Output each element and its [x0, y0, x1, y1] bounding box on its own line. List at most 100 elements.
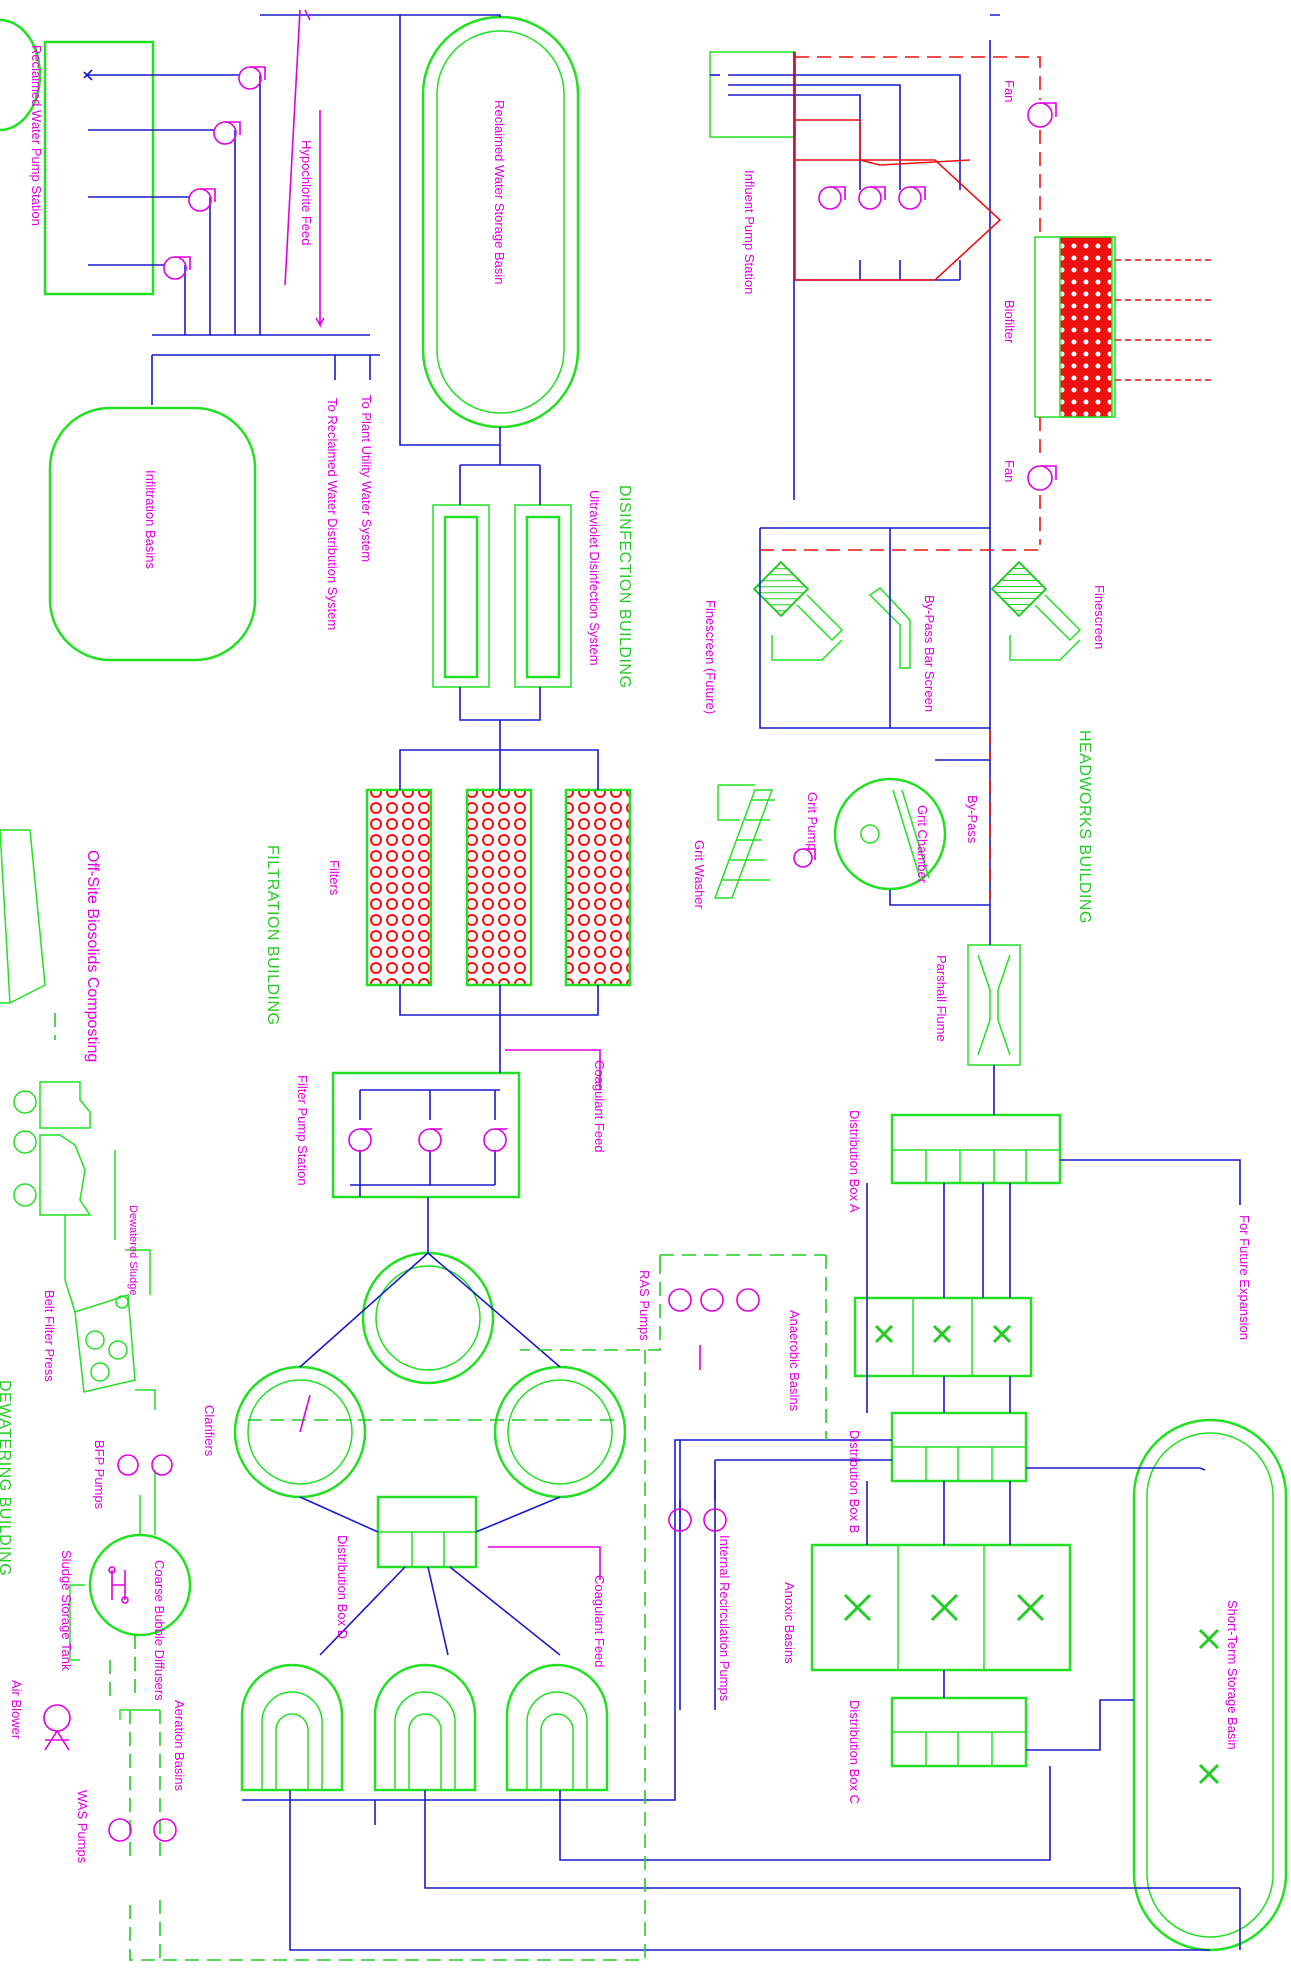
fan-bottom-icon: [1027, 465, 1057, 491]
label-distribution-box-b: Distribution Box B: [847, 1430, 862, 1533]
reclaimed-pump-2-icon: [213, 121, 241, 145]
label-finescreen-future: Finescreen (Future): [703, 600, 718, 714]
filter-2: [465, 788, 533, 987]
label-uv-system: Ultraviolet Disinfection System: [587, 490, 602, 666]
anoxic-basins: [810, 1543, 1072, 1672]
infiltration-basins: [48, 406, 257, 662]
label-filtration-building: FILTRATION BUILDING: [264, 845, 281, 1025]
anaerobic-basins: [853, 1296, 1033, 1378]
label-filters: Filters: [327, 860, 342, 896]
fan-top-icon: [1027, 102, 1057, 128]
label-distribution-box-c: Distribution Box C: [847, 1700, 862, 1804]
label-aeration-basins: Aeration Basins: [172, 1700, 187, 1792]
label-dewatering-building: DEWATERING BUILDING: [0, 1380, 13, 1576]
reclaimed-pump-1-icon: [238, 66, 266, 90]
label-bfp-pumps: BFP Pumps: [92, 1440, 107, 1510]
uv-unit-1: [432, 504, 490, 688]
label-distribution-box-d: Distribution Box D: [335, 1535, 350, 1639]
grit-washer: [713, 784, 775, 899]
label-short-term-storage: Short-Term Storage Basin: [1225, 1600, 1240, 1750]
label-filter-pump-station: Filter Pump Station: [295, 1075, 310, 1186]
label-distribution-box-a: Distribution Box A: [847, 1110, 862, 1213]
ras-pump-2-icon: [700, 1288, 724, 1312]
short-term-storage-basin: [1132, 1418, 1288, 1952]
label-fan-top: Fan: [1002, 80, 1017, 102]
belt-filter-press: [74, 1293, 136, 1393]
labels: Reclaimed Water Pump Station Hypochlorit…: [0, 45, 1252, 1864]
sludge-return-lines: [54, 1013, 827, 1961]
influent-pump-2-icon: [858, 186, 886, 210]
water-piping: [83, 14, 1241, 1951]
filter-3: [564, 788, 632, 987]
filter-pump-3-icon: [483, 1128, 507, 1152]
sludge-piping: [64, 1150, 160, 1720]
finescreen: [990, 560, 1082, 661]
reclaimed-pump-4-icon: [163, 256, 191, 280]
label-off-site: Off-Site Biosolids Composting: [84, 850, 101, 1062]
label-hypochlorite: Hypochlorite Feed: [299, 140, 314, 246]
label-to-distribution: To Reclaimed Water Distribution System: [325, 398, 340, 630]
aeration-basin-3: [505, 1663, 609, 1792]
label-headworks-building: HEADWORKS BUILDING: [1076, 730, 1093, 924]
label-disinfection-building: DISINFECTION BUILDING: [616, 485, 633, 688]
label-bypass-bar-screen: By-Pass Bar Screen: [922, 595, 937, 712]
distribution-box-a: [890, 1113, 1062, 1185]
was-pump-1-icon: [108, 1818, 132, 1842]
label-to-utility: To Plant Utility Water System: [359, 395, 374, 562]
uv-unit-2: [514, 504, 572, 688]
label-grit-chamber: Grit Chamber: [915, 805, 930, 884]
influent-pump-3-icon: [898, 186, 926, 210]
label-storage-basin: Reclaimed Water Storage Basin: [492, 100, 507, 285]
label-grit-washer: Grit Washer: [692, 840, 707, 910]
ras-pump-1-icon: [668, 1288, 692, 1312]
label-was-pumps: WAS Pumps: [75, 1790, 90, 1864]
label-belt-filter-press: Belt Filter Press: [42, 1290, 57, 1382]
label-finescreen: Finescreen: [1092, 585, 1107, 649]
parshall-flume: [967, 944, 1021, 1066]
aeration-basin-1: [240, 1663, 344, 1792]
reclaimed-pump-station: [43, 40, 155, 296]
label-anoxic-basins: Anoxic Basins: [782, 1582, 797, 1664]
structures: [0, 15, 1288, 1952]
composting-pile: [0, 829, 46, 1004]
sludge-truck: [13, 1081, 92, 1216]
label-sludge-storage-tank: Sludge Storage Tank: [59, 1550, 74, 1671]
label-bypass: By-Pass: [965, 795, 980, 844]
clarifier-2: [361, 1251, 495, 1385]
label-ras-pumps: RAS Pumps: [637, 1270, 652, 1341]
grit-chamber: [833, 777, 947, 891]
air-blower-icon: [43, 1704, 71, 1751]
bfp-pump-1-icon: [117, 1454, 139, 1476]
label-clarifiers: Clarifiers: [202, 1405, 217, 1457]
label-fan-bottom: Fan: [1002, 460, 1017, 482]
label-anaerobic-basins: Anaerobic Basins: [787, 1310, 802, 1412]
bypass-bar-screen: [868, 587, 911, 669]
air-piping: [760, 52, 1215, 900]
label-grit-pump: Grit Pump: [805, 792, 820, 851]
recirc-pump-1-icon: [668, 1508, 692, 1532]
label-reclaimed-pump-station: Reclaimed Water Pump Station: [29, 45, 44, 226]
label-parshall-flume: Parshall Flume: [934, 955, 949, 1042]
label-future-expansion: For Future Expansion: [1237, 1215, 1252, 1340]
label-infiltration: Infiltration Basins: [143, 470, 158, 569]
filter-pump-2-icon: [418, 1128, 442, 1152]
pumps: [43, 9, 1057, 1842]
label-coagulant-feed-top: Coagulant Feed: [592, 1060, 607, 1153]
finescreen-future: [752, 560, 844, 661]
label-dewatered-sludge: Dewatered Sludge: [127, 1205, 139, 1296]
filter-1: [365, 788, 433, 987]
label-internal-recirc: Internal Recirculation Pumps: [717, 1535, 732, 1702]
mixers: [843, 1324, 1220, 1785]
label-biofilter: Biofilter: [1002, 300, 1017, 344]
label-influent-pump-station: Influent Pump Station: [742, 170, 757, 294]
label-air-blower: Air Blower: [9, 1680, 24, 1740]
ras-pump-3-icon: [736, 1288, 760, 1312]
filter-pump-station: [331, 1071, 521, 1199]
bfp-pump-2-icon: [151, 1454, 173, 1476]
label-coagulant-feed-bottom: Coagulant Feed: [592, 1575, 607, 1668]
reclaimed-pump-3-icon: [188, 188, 216, 212]
label-coarse-bubble: Coarse Bubble Diffusers: [152, 1560, 167, 1701]
sludge-storage-tank: [88, 1533, 192, 1637]
